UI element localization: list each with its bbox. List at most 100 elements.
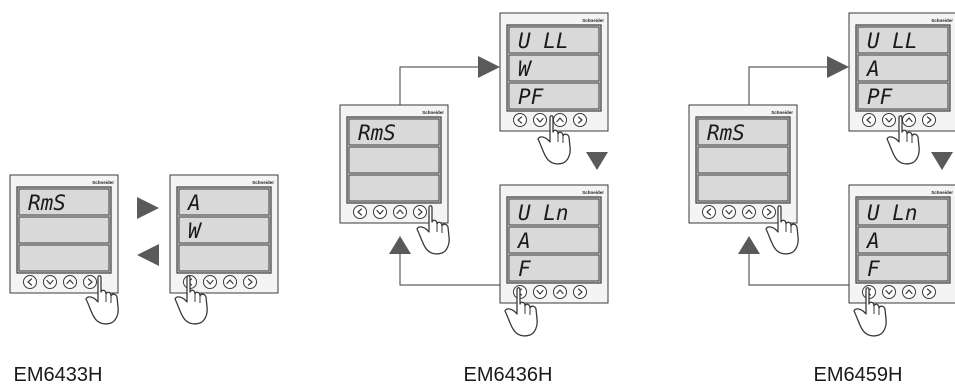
lcd-row — [18, 244, 110, 272]
lcd-row-text: PF — [867, 85, 893, 109]
lcd-row-text: W — [188, 219, 203, 243]
right-button-icon — [922, 113, 936, 127]
arrow-left-icon — [137, 244, 159, 266]
up-button-icon — [553, 113, 567, 127]
brand-logo: Schneider — [582, 190, 604, 195]
model-label: EM6459H — [814, 364, 903, 386]
lcd-row — [508, 198, 600, 226]
lcd-row-text: A — [516, 229, 531, 253]
lcd-row-text: A — [186, 191, 201, 215]
lcd-row-text: F — [867, 257, 880, 281]
lcd-row — [178, 244, 270, 272]
meter-voltage-ln: Schneider U Ln AF — [499, 184, 609, 304]
left-button-icon — [353, 205, 367, 219]
brand-logo: Schneider — [931, 18, 953, 23]
pointing-hand-icon — [886, 115, 920, 165]
down-button-icon — [203, 275, 217, 289]
down-button-icon — [43, 275, 57, 289]
arrow-up-icon — [389, 236, 411, 254]
lcd-row — [18, 216, 110, 244]
lcd-row-text: A — [865, 229, 880, 253]
up-button-icon — [742, 205, 756, 219]
up-button-icon — [63, 275, 77, 289]
connector-line — [748, 66, 827, 105]
lcd-row — [508, 54, 600, 82]
arrow-right-icon — [478, 56, 500, 78]
brand-logo: Schneider — [252, 180, 274, 185]
lcd-row-text: U LL — [867, 29, 918, 53]
down-button-icon — [882, 285, 896, 299]
brand-logo: Schneider — [771, 110, 793, 115]
lcd-row — [697, 118, 789, 146]
lcd-row — [178, 216, 270, 244]
up-button-icon — [902, 113, 916, 127]
lcd-row — [857, 54, 949, 82]
lcd-row-text: RmS — [28, 191, 66, 215]
right-button-icon — [83, 275, 97, 289]
lcd-row-text: RmS — [707, 121, 745, 145]
lcd-row-text: RmS — [358, 121, 396, 145]
lcd-row-text: U Ln — [867, 201, 918, 225]
arrow-up-icon — [738, 236, 760, 254]
left-button-icon — [702, 205, 716, 219]
lcd-row-text: F — [518, 257, 531, 281]
lcd-row — [178, 188, 270, 216]
brand-logo: Schneider — [92, 180, 114, 185]
pointing-hand-icon — [85, 275, 119, 325]
left-button-icon — [513, 113, 527, 127]
arrow-down-icon — [586, 152, 608, 170]
left-button-icon — [862, 113, 876, 127]
pointing-hand-icon — [765, 205, 799, 255]
connector-line — [399, 254, 500, 286]
down-button-icon — [533, 285, 547, 299]
brand-logo: Schneider — [422, 110, 444, 115]
up-button-icon — [393, 205, 407, 219]
pointing-hand-icon — [537, 115, 571, 165]
arrow-right-icon — [827, 56, 849, 78]
lcd-row — [857, 26, 949, 54]
lcd-row — [857, 226, 949, 254]
down-button-icon — [722, 205, 736, 219]
arrow-right-icon — [137, 197, 159, 219]
up-button-icon — [902, 285, 916, 299]
lcd-row — [18, 188, 110, 216]
model-label: EM6433H — [14, 364, 103, 386]
right-button-icon — [762, 205, 776, 219]
up-button-icon — [223, 275, 237, 289]
lcd-row — [348, 146, 440, 174]
left-button-icon — [23, 275, 37, 289]
lcd-row — [348, 174, 440, 202]
lcd-row — [857, 82, 949, 110]
lcd-row — [348, 118, 440, 146]
lcd-row-text: U Ln — [518, 201, 569, 225]
lcd-row-text: W — [518, 57, 533, 81]
right-button-icon — [573, 285, 587, 299]
right-button-icon — [413, 205, 427, 219]
model-label: EM6436H — [464, 364, 553, 386]
connector-line — [399, 66, 478, 105]
arrow-down-icon — [931, 152, 953, 170]
meter-voltage-ll: Schneider U LL A PF — [848, 12, 955, 132]
lcd-row-text: A — [865, 57, 880, 81]
pointing-hand-icon — [504, 287, 538, 337]
lcd-row-text: PF — [518, 85, 544, 109]
right-button-icon — [573, 113, 587, 127]
down-button-icon — [882, 113, 896, 127]
lcd-row — [857, 198, 949, 226]
right-button-icon — [922, 285, 936, 299]
up-button-icon — [553, 285, 567, 299]
lcd-row — [857, 254, 949, 282]
lcd-row — [697, 174, 789, 202]
lcd-row — [508, 226, 600, 254]
pointing-hand-icon — [416, 205, 450, 255]
lcd-row — [508, 82, 600, 110]
lcd-row — [508, 254, 600, 282]
right-button-icon — [243, 275, 257, 289]
lcd-row — [508, 26, 600, 54]
